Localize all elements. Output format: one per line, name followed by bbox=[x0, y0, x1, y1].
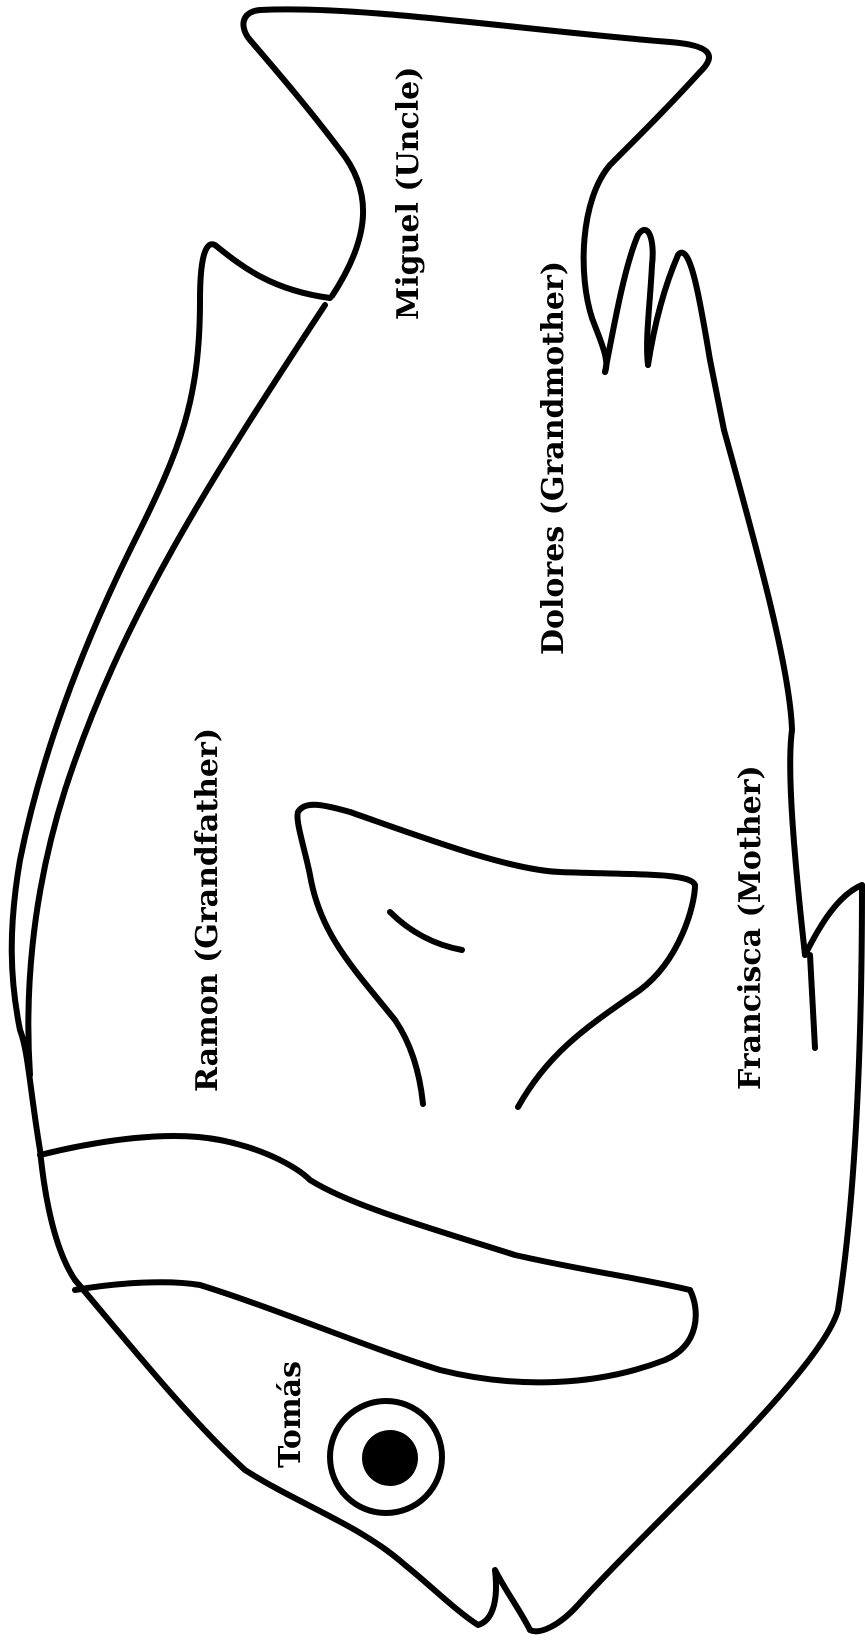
label-grandfather: Ramon (Grandfather) bbox=[190, 728, 225, 1092]
pectoral-fin bbox=[297, 805, 695, 1107]
gill-band-lower bbox=[75, 1282, 696, 1382]
label-grandmother: Dolores (Grandmother) bbox=[536, 261, 571, 655]
label-mother: Francisca (Mother) bbox=[733, 765, 768, 1090]
label-uncle: Miguel (Uncle) bbox=[391, 67, 426, 320]
small-dorsal-fin bbox=[805, 885, 862, 1048]
fish-inner-line bbox=[28, 305, 325, 1075]
dorsal-spine-2 bbox=[648, 253, 724, 430]
pectoral-fin-line bbox=[390, 912, 462, 950]
gill-band-upper bbox=[40, 1136, 690, 1290]
label-child: Tomás bbox=[273, 1361, 308, 1468]
eye-pupil bbox=[362, 1430, 418, 1486]
fish-head-left bbox=[12, 244, 330, 1280]
fish-eye-icon bbox=[330, 1401, 442, 1513]
dorsal-spine bbox=[605, 230, 653, 372]
